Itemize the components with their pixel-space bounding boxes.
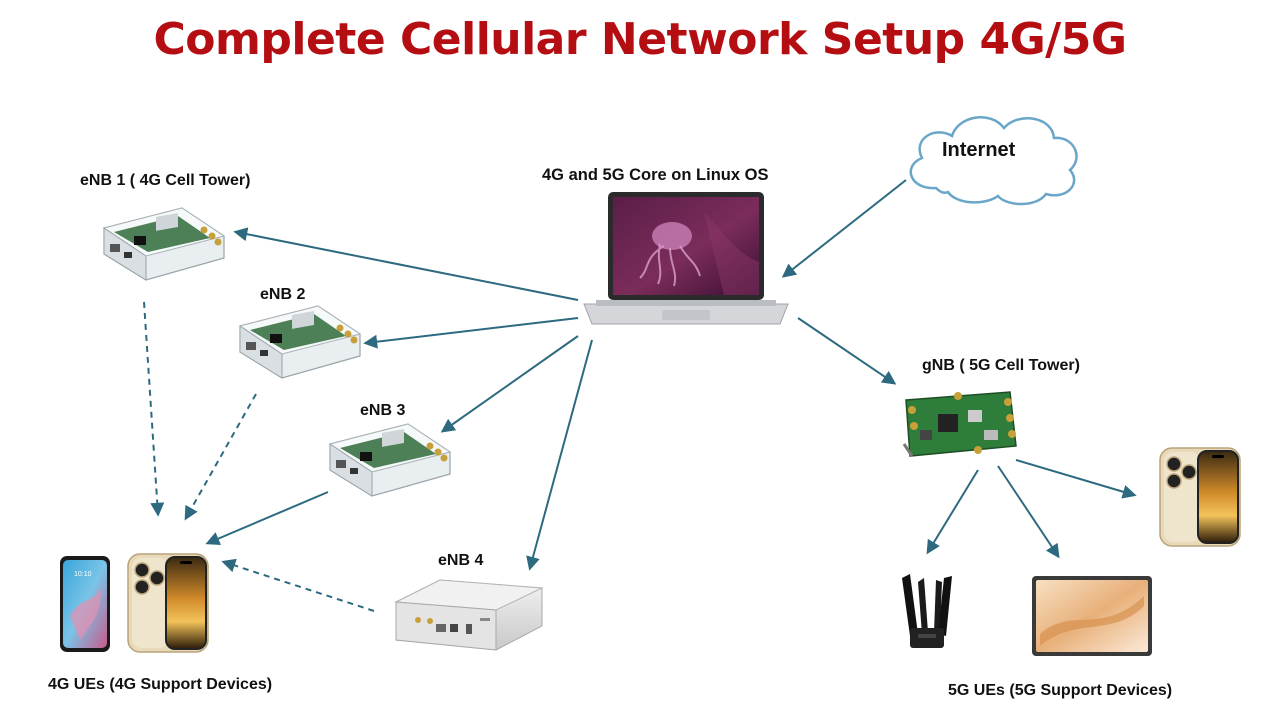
android-phone-icon: 10:10 xyxy=(60,556,110,652)
enb4-label: eNB 4 xyxy=(438,552,484,569)
cloud-icon xyxy=(909,116,1078,206)
svg-text:10:10: 10:10 xyxy=(74,571,92,578)
enb3-label: eNB 3 xyxy=(360,402,406,419)
page-title: Complete Cellular Network Setup 4G/5G xyxy=(153,14,1127,65)
sdr-board-icon xyxy=(902,391,1017,457)
connection-enb1-to-ue4g xyxy=(143,301,165,517)
connection-gnb-to-tablet xyxy=(997,465,1060,559)
laptop-icon xyxy=(583,192,789,325)
connection-core-to-enb1 xyxy=(233,227,579,301)
sdr-box-icon xyxy=(329,423,451,497)
enb1-label: eNB 1 ( 4G Cell Tower) xyxy=(80,172,251,189)
iphone-icon xyxy=(1159,447,1241,547)
ue5g-label: 5G UEs (5G Support Devices) xyxy=(948,682,1173,699)
connection-core-to-enb3 xyxy=(440,335,579,433)
ue4g-label: 4G UEs (4G Support Devices) xyxy=(48,676,273,693)
internet-label: Internet xyxy=(942,139,1016,161)
sdr-chassis-icon xyxy=(394,579,544,651)
connection-core-to-gnb xyxy=(797,317,897,385)
sdr-box-icon xyxy=(239,305,361,379)
sdr-box-icon xyxy=(103,207,225,281)
connection-enb2-to-ue4g xyxy=(184,393,257,521)
tablet-icon xyxy=(1032,576,1152,656)
iphone-icon xyxy=(127,553,209,653)
connection-core-to-enb4 xyxy=(526,339,593,571)
antenna-modem-icon xyxy=(902,574,952,648)
connection-enb4-to-ue4g xyxy=(221,558,375,612)
enb2-label: eNB 2 xyxy=(260,286,306,303)
connection-gnb-to-modem xyxy=(926,469,979,555)
connection-gnb-to-iphone xyxy=(1015,459,1137,499)
connection-core-to-enb2 xyxy=(363,317,579,349)
core-label: 4G and 5G Core on Linux OS xyxy=(542,166,769,184)
connection-internet-to-core xyxy=(781,179,907,278)
connection-enb3-to-ue4g xyxy=(205,491,329,546)
gnb-label: gNB ( 5G Cell Tower) xyxy=(922,357,1080,374)
